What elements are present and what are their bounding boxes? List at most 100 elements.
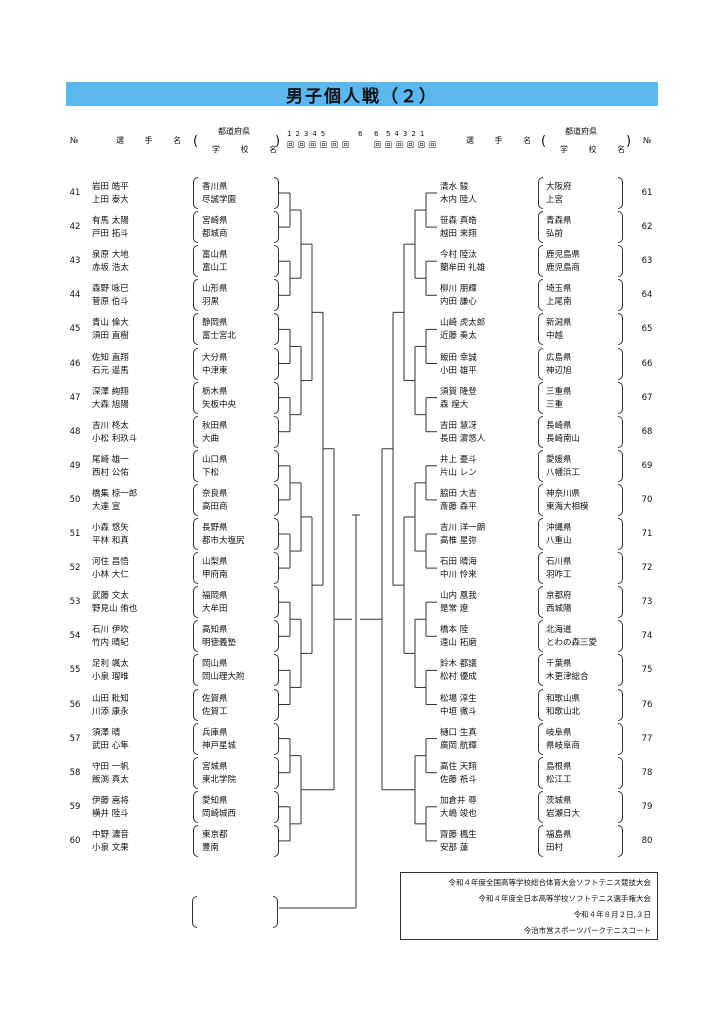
school-name: 大牟田 — [202, 604, 228, 615]
player-name: 山内 凰我 — [440, 591, 477, 602]
bracket-open — [538, 552, 543, 585]
blank-entry-bracket-right — [273, 896, 278, 928]
prefecture: 千葉県 — [546, 659, 572, 670]
player-name: 吉川 柊太 — [92, 420, 129, 431]
player-name: 小松 利玖斗 — [92, 433, 138, 444]
prefecture: 宮崎県 — [202, 216, 228, 227]
player-name: 尾崎 雄一 — [92, 454, 129, 465]
prefecture: 静岡県 — [202, 318, 228, 329]
bracket-open — [193, 381, 198, 414]
player-name: 長田 濵悠人 — [440, 433, 486, 444]
player-name: 戸田 拓斗 — [92, 229, 129, 240]
player-name: 菅原 伯斗 — [92, 297, 129, 308]
player-name: 松場 淳生 — [440, 693, 477, 704]
player-name: 斎藤 森平 — [440, 501, 477, 512]
prefecture: 富山県 — [202, 250, 228, 261]
player-name: 橋集 椋一郎 — [92, 488, 138, 499]
prefecture: 奈良県 — [202, 488, 228, 499]
entry-number: 47 — [69, 392, 81, 403]
player-name: 廣岡 航輝 — [440, 740, 477, 751]
bracket-open — [538, 756, 543, 789]
player-name: 大嶋 竣也 — [440, 808, 477, 819]
entry-number: 54 — [69, 631, 81, 642]
title-banner: 男子個人戦（２） — [66, 82, 658, 107]
prefecture: 鹿児島県 — [546, 250, 581, 261]
player-name: 近藤 奏太 — [440, 331, 477, 342]
entry-number: 61 — [641, 188, 653, 198]
entry-number: 74 — [641, 631, 653, 642]
player-name: 吉田 慧冴 — [440, 420, 477, 431]
player-name: 上田 泰大 — [92, 195, 129, 205]
player-name: 脇田 大吉 — [440, 488, 477, 499]
player-name: 橋本 陸 — [440, 625, 469, 636]
blank-entry-bracket-left — [192, 896, 197, 928]
entry-number: 68 — [641, 426, 653, 437]
prefecture: 大阪府 — [546, 182, 572, 192]
school-name: 尽誠学園 — [202, 195, 237, 205]
prefecture: 島根県 — [546, 761, 572, 772]
entry-number: 45 — [69, 324, 81, 335]
bracket-open — [193, 552, 198, 585]
player-name: 野見山 侑也 — [92, 604, 138, 615]
header-rounds-right: 54321 — [386, 130, 429, 138]
event-info-box: 令和４年度全国高等学校総合体育大会ソフトテニス競技大会 令和４年度全日本高等学校… — [400, 872, 658, 940]
prefecture: 兵庫県 — [202, 727, 228, 738]
entry-number: 71 — [641, 529, 653, 539]
bracket-open — [538, 688, 543, 721]
bracket-close — [618, 347, 623, 380]
header-round-unit-left: 回回回回回回 — [287, 141, 353, 149]
player-name: 中川 怜来 — [440, 570, 477, 581]
player-name: 有馬 太陽 — [92, 216, 129, 227]
prefecture: 香川県 — [202, 182, 228, 192]
event-date: 令和４年８月２日,３日 — [573, 910, 651, 919]
player-name: 小泉 瑠唯 — [92, 672, 129, 683]
entry-number: 51 — [69, 529, 81, 539]
bracket-open — [538, 347, 543, 380]
bracket-close — [618, 415, 623, 448]
player-name: 内田 謙心 — [440, 297, 477, 308]
header-school-left: 学 校 名 — [212, 145, 287, 154]
school-name: 下松 — [202, 467, 220, 478]
entry-number: 46 — [69, 358, 81, 369]
bracket-open — [193, 790, 198, 823]
entry-number: 48 — [69, 426, 81, 437]
player-name: 石川 伊吹 — [92, 625, 129, 636]
school-name: 高田商 — [202, 501, 228, 512]
bracket-open — [193, 347, 198, 380]
player-name: 小泉 文果 — [92, 842, 129, 853]
player-name: 蘭牟田 礼雄 — [440, 263, 486, 274]
school-name: 東北学院 — [202, 774, 237, 785]
event-venue: 今治市営スポーツパークテニスコート — [523, 926, 651, 935]
school-name: 和歌山北 — [546, 706, 581, 717]
bracket-close — [274, 756, 279, 789]
bracket-open — [538, 518, 543, 550]
school-name: 上宮 — [546, 195, 564, 205]
header-rounds-left-6: 6 — [358, 130, 367, 138]
bracket-open — [538, 245, 543, 278]
header-player-left: 選 手 名 — [116, 136, 191, 145]
player-name: 安部 蓮 — [440, 842, 469, 853]
school-name: 神辺旭 — [546, 365, 572, 376]
bracket-open — [538, 586, 543, 619]
player-name: 森 煌大 — [440, 399, 469, 410]
entry-number: 76 — [641, 699, 653, 710]
school-name: 富山工 — [202, 263, 228, 274]
player-name: 大達 宣 — [92, 501, 121, 512]
